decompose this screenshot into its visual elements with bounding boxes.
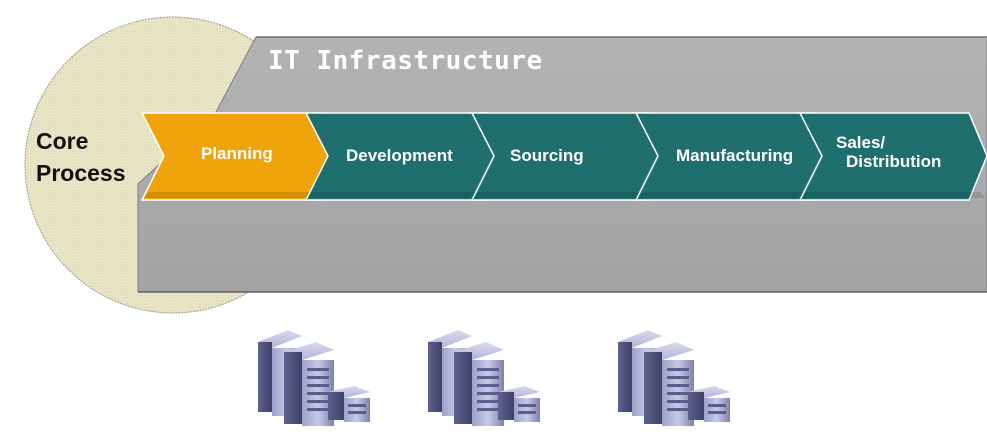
- chevron-shadow-development: [308, 192, 486, 198]
- server-side-face: [618, 342, 632, 412]
- core-process-label-line1: Core: [36, 128, 89, 154]
- stage-label-sales-line1: Sales/: [836, 133, 886, 152]
- server-front-face: [704, 398, 730, 422]
- chevron-shadow-sourcing: [474, 192, 648, 198]
- server-vent: [307, 384, 329, 387]
- server-side-face: [644, 352, 662, 424]
- server-front-face: [344, 398, 370, 422]
- server-vent: [477, 376, 499, 379]
- process-chevrons: [140, 112, 987, 201]
- server-vent: [307, 392, 329, 395]
- server-side-face: [454, 352, 472, 424]
- server-front-face: [514, 398, 540, 422]
- chevron-shadow-sales-distribution: [802, 192, 985, 198]
- server-rack-icon: [428, 330, 540, 426]
- server-vent: [307, 400, 329, 403]
- server-vent: [348, 411, 366, 414]
- chevron-shadow-planning: [144, 192, 320, 198]
- server-vent: [667, 368, 689, 371]
- server-vent: [348, 404, 366, 407]
- stage-label-sourcing: Sourcing: [510, 146, 584, 165]
- server-vent: [307, 376, 329, 379]
- server-vent: [518, 404, 536, 407]
- server-vent: [667, 392, 689, 395]
- server-vent: [667, 376, 689, 379]
- server-vent: [307, 408, 329, 411]
- chevron-shadow-manufacturing: [638, 192, 812, 198]
- server-group: [258, 330, 730, 426]
- server-side-face: [328, 392, 344, 420]
- server-rack-icon: [618, 330, 730, 426]
- server-vent: [477, 408, 499, 411]
- chevron-sales-distribution: [798, 112, 987, 201]
- stage-label-sales-line2: Distribution: [846, 152, 942, 171]
- server-vent: [307, 368, 329, 371]
- server-side-face: [688, 392, 704, 420]
- stage-label-development: Development: [346, 146, 453, 165]
- it-infrastructure-title: IT Infrastructure: [268, 46, 543, 76]
- core-process-label-line2: Process: [36, 160, 126, 186]
- stage-label-planning: Planning: [201, 144, 273, 163]
- server-vent: [477, 384, 499, 387]
- server-vent: [518, 411, 536, 414]
- server-vent: [477, 392, 499, 395]
- server-side-face: [258, 342, 272, 412]
- server-side-face: [284, 352, 302, 424]
- server-rack-icon: [258, 330, 370, 426]
- server-vent: [708, 404, 726, 407]
- server-vent: [667, 408, 689, 411]
- server-vent: [708, 411, 726, 414]
- server-vent: [667, 384, 689, 387]
- server-vent: [667, 400, 689, 403]
- stage-label-manufacturing: Manufacturing: [676, 146, 794, 165]
- server-vent: [477, 368, 499, 371]
- server-vent: [477, 400, 499, 403]
- server-side-face: [428, 342, 442, 412]
- server-side-face: [498, 392, 514, 420]
